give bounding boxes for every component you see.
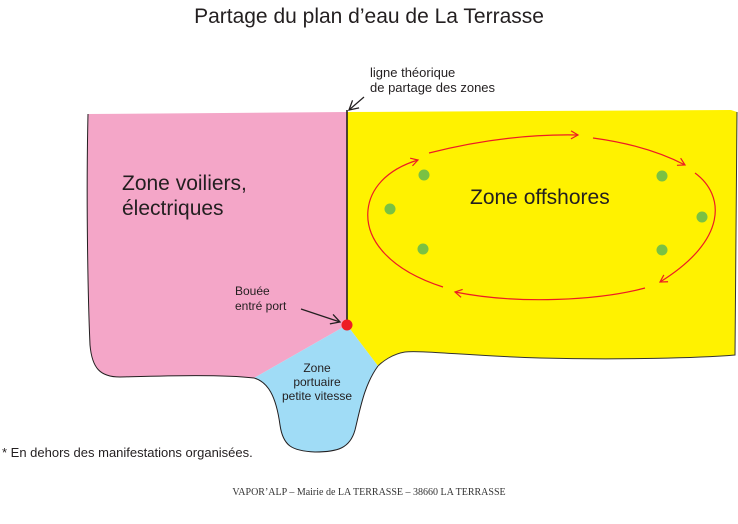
- zone-portuaire-label-line1: Zone: [303, 361, 331, 375]
- footer: VAPOR’ALP – Mairie de LA TERRASSE – 3866…: [232, 487, 506, 498]
- zone-portuaire-label: Zone portuaire petite vitesse: [268, 361, 366, 403]
- course-buoys: [384, 169, 708, 256]
- course-buoy: [384, 203, 396, 215]
- buoy-pointer: [300, 308, 342, 325]
- course-buoy: [417, 243, 429, 255]
- course-buoy: [656, 244, 668, 256]
- course-buoy: [418, 169, 430, 181]
- zone-offshores-area: [347, 110, 737, 366]
- zone-voiliers-label-line2: électriques: [122, 197, 224, 220]
- zone-portuaire-area: [254, 325, 378, 452]
- buoy-label: Bouée entré port: [235, 284, 286, 314]
- page-title: Partage du plan d’eau de La Terrasse: [194, 5, 544, 28]
- course-buoy: [656, 170, 668, 182]
- zone-offshores-label: Zone offshores: [470, 186, 610, 209]
- zone-portuaire-label-line3: petite vitesse: [281, 389, 353, 403]
- zone-portuaire-label-line2: portuaire: [293, 375, 341, 389]
- course-buoy: [696, 211, 708, 223]
- dividing-line-label: ligne théorique de partage des zones: [370, 65, 495, 95]
- course-loop: [367, 130, 716, 301]
- footnote: * En dehors des manifestations organisée…: [2, 445, 253, 460]
- buoy-label-line1: Bouée: [235, 284, 270, 298]
- dividing-line-label-line2: de partage des zones: [370, 80, 496, 95]
- zone-voiliers-label: Zone voiliers, électriques: [122, 171, 247, 221]
- buoy-label-line2: entré port: [235, 299, 287, 313]
- harbor-entry-buoy: [341, 319, 353, 331]
- zone-voiliers-label-line1: Zone voiliers,: [122, 172, 247, 195]
- dividing-line-label-line1: ligne théorique: [370, 65, 456, 80]
- dividing-line-pointer: [347, 96, 365, 111]
- zone-voiliers-area: [87, 112, 347, 378]
